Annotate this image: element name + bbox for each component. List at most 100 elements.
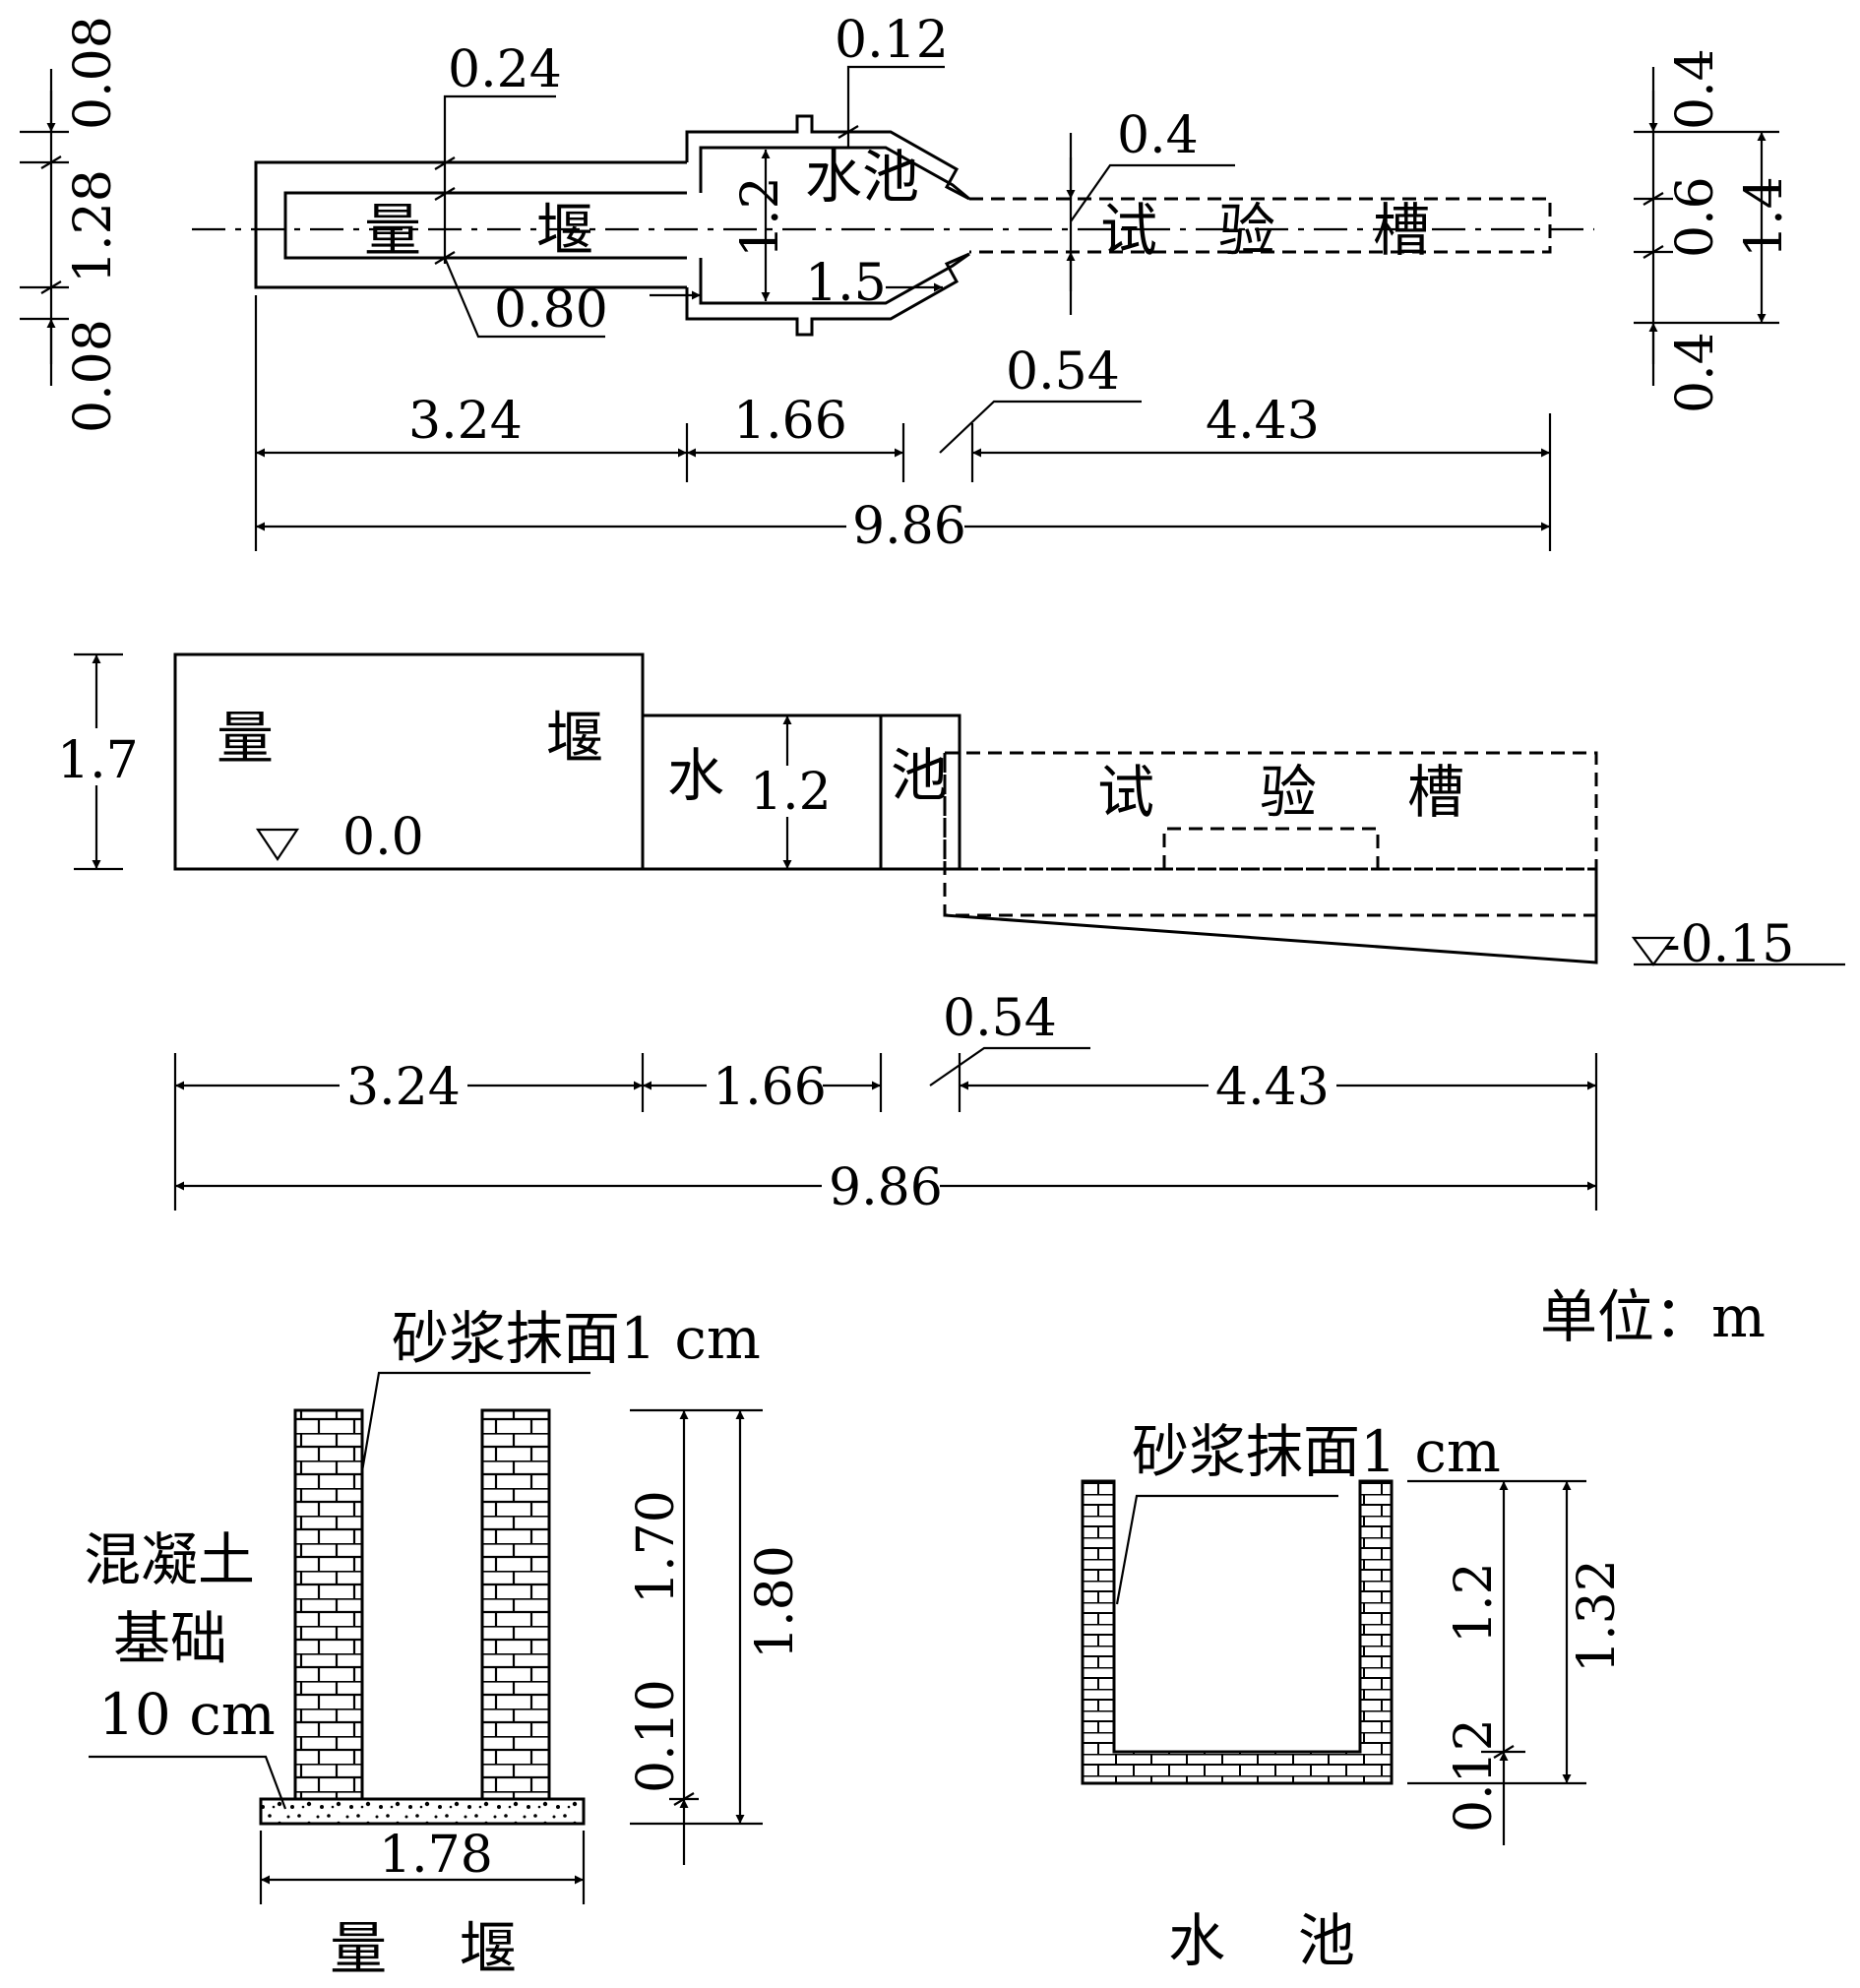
weir-right-wall [480,1408,551,1801]
dim-left-mid: 1.28 [64,169,123,283]
weir-foundation-note-3: 10 cm [98,1681,276,1748]
elev-label-trough-b: 验 [1260,759,1317,826]
tick [1643,192,1664,206]
dim-seg2: 1.66 [713,1058,827,1117]
plan-label-pool: 水池 [805,144,919,211]
level-symbol-low [1631,936,1676,966]
tick [434,187,456,201]
dim-seg1: 3.24 [346,1058,461,1117]
leader-wall-top [443,94,556,264]
dim-seg1: 3.24 [408,392,523,451]
label-mask [340,1058,467,1113]
pool-outer-wall [685,114,970,201]
pool-outer-wall-bottom [685,252,970,337]
elev-support [944,869,1598,964]
plan-label-trough-a: 试 [1100,197,1157,264]
pool-inner-line [1112,1481,1362,1754]
leader-weir-foundation [89,1755,287,1810]
dim-total: 9.86 [852,497,966,556]
dim-right-total: 1.4 [1735,176,1794,258]
dim-weir-h1: 1.70 [627,1490,686,1604]
elev-label-trough-a: 试 [1097,759,1154,826]
dim-pool-h1: 1.2 [1445,1562,1504,1644]
plan-label-weir-a: 量 [364,197,421,264]
weir-inner-wall [283,191,687,260]
dim-weir-h2: 0.10 [627,1679,686,1793]
dim-inlet: 0.4 [1117,106,1199,165]
pool-section: 砂浆抹面1 cm 1.2 0.12 1.32 水 池 [1081,1418,1627,1974]
weir-caption: 量 堰 [330,1915,517,1982]
leader-weir-bottom [443,257,605,339]
weir-mortar-note: 砂浆抹面1 cm [392,1305,761,1372]
elev-label-weir-b: 堰 [546,705,603,772]
tick [434,156,456,170]
elev-label-pool-a: 水 [667,742,724,809]
dim-seg4: 4.43 [1215,1058,1330,1117]
label-mask [54,728,143,785]
dim-right-mid: 0.6 [1666,176,1725,258]
dim-wall-pool: 0.12 [835,11,949,70]
dim-pool-label: 1.5 [805,254,887,313]
plan-label-trough-b: 验 [1218,197,1275,264]
label-mask [822,1158,940,1213]
dim-left-top: 0.08 [64,16,123,130]
plan-label-weir-b: 堰 [536,197,593,264]
leader-weir-mortar [360,1371,590,1472]
dim-right-top: 0.4 [1666,48,1725,130]
pool-inner-wall-bottom [699,252,970,305]
dim-weir-bottom: 0.80 [494,280,608,340]
label-mask [707,1058,823,1113]
leader-seg3 [929,1046,1090,1087]
pool-walls [1081,1479,1394,1785]
weir-left-wall [293,1408,364,1801]
tick [434,251,456,265]
dim-height: 1.7 [57,731,139,790]
dim-pool-h2: 0.12 [1445,1718,1504,1833]
elevation-view: 量 堰 水 池 试 验 槽 1.7 1.2 0.0 -0.15 [54,652,1845,1217]
dim-seg2: 1.66 [733,392,847,451]
weir-section: 砂浆抹面1 cm 混凝土 基础 10 cm 1.70 0.10 1.80 1.7… [84,1305,805,1982]
unit-note: 单位：m [1540,1283,1766,1350]
leader-inlet [1070,163,1235,222]
dim-seg3: 0.54 [943,989,1057,1048]
dim-level-low: -0.15 [1663,915,1794,974]
dim-total: 9.86 [829,1158,943,1217]
label-mask [750,766,831,817]
elev-label-weir-a: 量 [217,705,274,772]
dim-right-bottom: 0.4 [1666,332,1725,413]
label-mask [1209,1058,1336,1113]
plan-label-trough-c: 槽 [1373,197,1430,264]
dim-level-zero: 0.0 [342,808,424,867]
weir-foundation-note-2: 基础 [113,1605,227,1672]
dim-left-bottom: 0.08 [64,319,123,433]
pool-caption: 水 池 [1168,1907,1355,1974]
dim-pool-total: 1.32 [1568,1559,1627,1673]
level-symbol [255,828,300,861]
elev-label-trough-c: 槽 [1407,759,1464,826]
elev-pool-box [641,714,961,871]
dim-seg3: 0.54 [1006,342,1120,402]
dim-wall-top: 0.24 [448,40,562,99]
leader-wall-pool [846,65,945,148]
leader-pool-mortar [1115,1494,1338,1605]
elev-label-pool-b: 池 [891,742,948,809]
pool-inner-wall [699,146,970,201]
weir-foundation-note-1: 混凝土 [84,1526,255,1593]
tick [1643,245,1664,259]
leader-seg3 [939,400,1142,454]
label-mask [846,497,964,554]
dim-pool-height: 1.2 [750,763,832,822]
weir-foundation [259,1797,586,1826]
dim-weir-width: 1.78 [379,1826,493,1885]
pool-mortar-note: 砂浆抹面1 cm [1132,1418,1501,1485]
dim-seg4: 4.43 [1206,392,1320,451]
plan-view: 量 堰 水池 试 验 槽 0.24 0.12 0.4 1.2 1.5 0.80 [20,11,1794,556]
tick [837,125,859,139]
trough-plan-outline [969,197,1552,254]
elev-trough-step [1162,827,1380,869]
dim-weir-total: 1.80 [746,1545,805,1659]
weir-outer-wall [254,160,687,289]
tick [40,280,62,294]
tick [40,155,62,169]
